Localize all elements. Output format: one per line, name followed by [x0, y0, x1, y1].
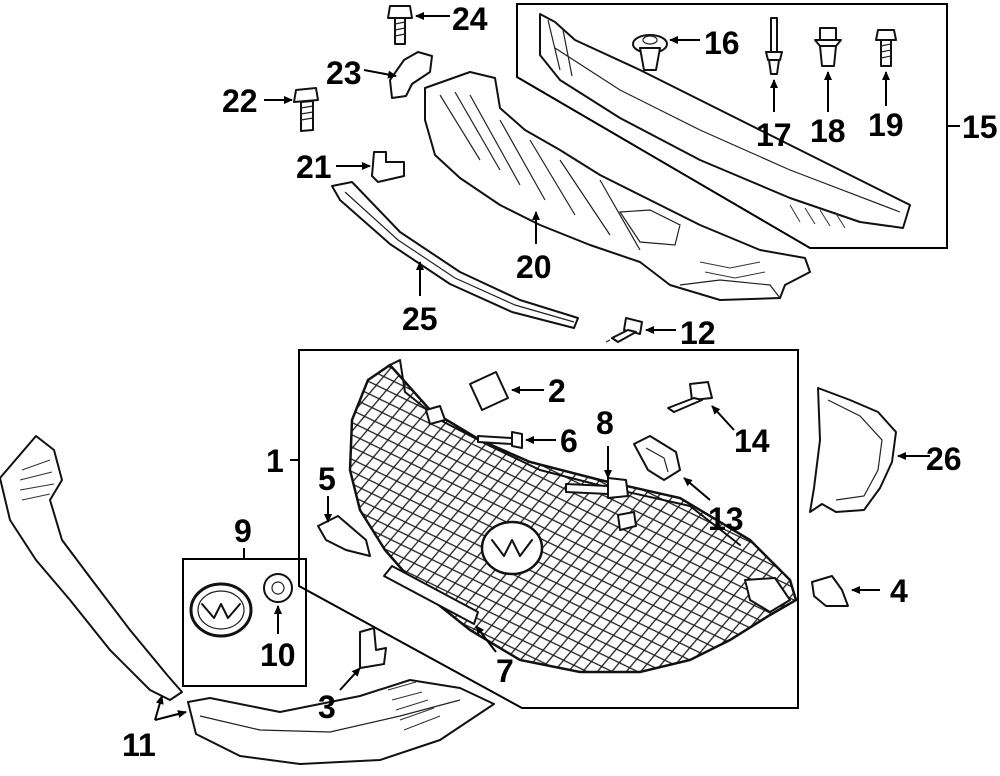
callout-3: 3 — [318, 689, 336, 725]
group-frame-15 — [516, 3, 948, 249]
part-2-pad — [469, 371, 509, 411]
part-3-bracket — [359, 627, 387, 669]
callout-22: 22 — [222, 83, 258, 119]
part-10-clip — [263, 573, 293, 603]
callout-1: 1 — [266, 443, 284, 479]
part-17-rivet — [765, 17, 783, 75]
callout-5: 5 — [318, 461, 336, 497]
callout-19: 19 — [868, 107, 904, 143]
part-16-clip — [632, 34, 668, 71]
part-25-molding — [331, 181, 579, 329]
part-11-lower-trim — [0, 435, 495, 765]
part-5-bracket — [317, 515, 371, 557]
part-26-side-bracket — [809, 387, 897, 513]
part-6-pin — [477, 431, 523, 449]
callout-25: 25 — [402, 301, 438, 337]
part-20-shroud — [424, 71, 811, 301]
part-23-clip — [389, 51, 433, 99]
callout-7: 7 — [496, 653, 514, 689]
grille-emblem-outline — [480, 520, 544, 576]
callout-8: 8 — [596, 405, 614, 441]
part-22-bolt — [293, 87, 319, 132]
callout-26: 26 — [926, 441, 962, 477]
callout-14: 14 — [734, 423, 770, 459]
part-19-bolt — [875, 29, 897, 67]
part-7-bar — [383, 565, 479, 625]
part-13-clip — [633, 435, 681, 481]
callout-17: 17 — [756, 117, 792, 153]
part-15-upper-cover — [539, 13, 911, 229]
group-frame-1 — [298, 349, 799, 709]
callout-12: 12 — [680, 315, 716, 351]
part-21-bracket — [371, 151, 405, 183]
callout-6: 6 — [560, 423, 578, 459]
part-8-bolt — [565, 477, 629, 499]
callout-labels: 24 23 22 21 25 20 16 17 18 19 15 12 1 2 … — [122, 1, 998, 763]
callout-4: 4 — [890, 573, 908, 609]
part-1-grille — [348, 359, 798, 674]
callout-23: 23 — [326, 55, 362, 91]
part-12-bolt — [605, 317, 643, 343]
part-24-bolt — [387, 5, 413, 45]
callout-15: 15 — [962, 109, 998, 145]
callout-21: 21 — [296, 149, 332, 185]
callout-2: 2 — [548, 373, 566, 409]
callout-9: 9 — [234, 513, 252, 549]
callout-11: 11 — [122, 727, 156, 763]
leader-lines — [154, 12, 960, 721]
callout-24: 24 — [452, 1, 488, 37]
callout-16: 16 — [704, 25, 740, 61]
callout-10: 10 — [260, 637, 296, 673]
callout-20: 20 — [516, 249, 552, 285]
callout-13: 13 — [708, 501, 744, 537]
part-4-clip — [811, 575, 849, 607]
part-14-bolt — [667, 381, 713, 413]
callout-18: 18 — [810, 113, 846, 149]
part-18-push-pin — [814, 27, 842, 67]
part-9-emblem — [189, 582, 253, 638]
